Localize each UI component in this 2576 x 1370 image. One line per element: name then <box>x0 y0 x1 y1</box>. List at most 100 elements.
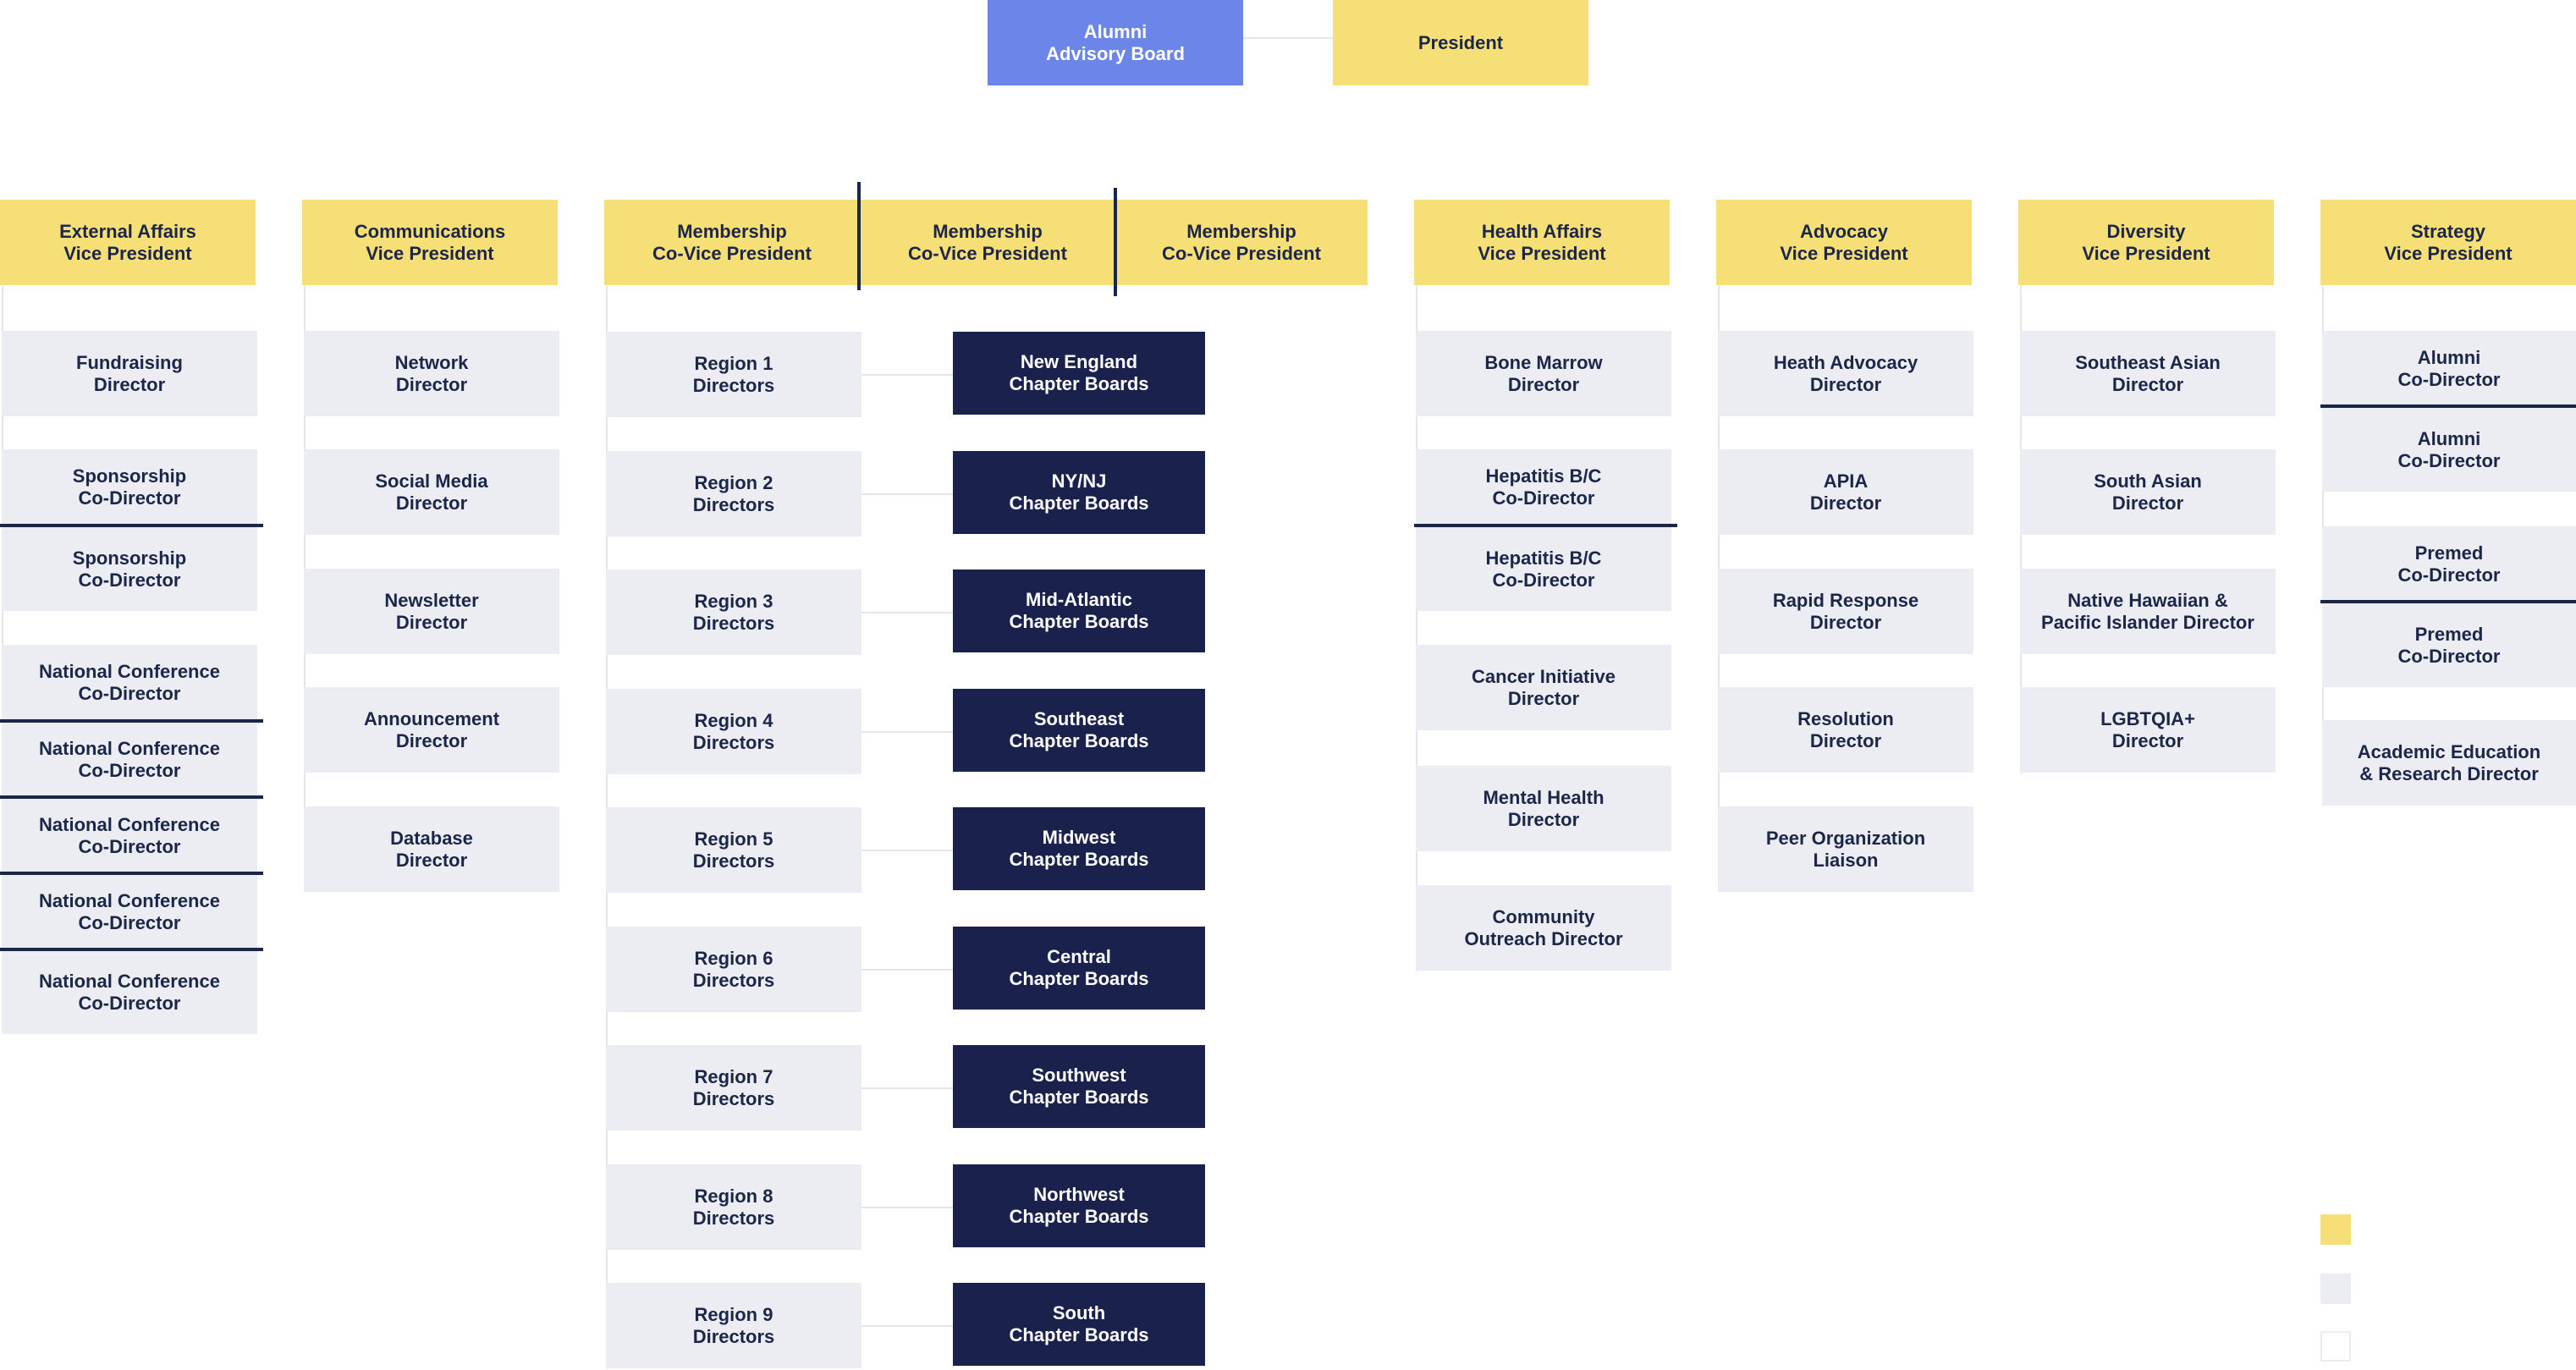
membership-divider-2 <box>1114 188 1117 296</box>
external-affairs-vp-label: External Affairs Vice President <box>59 220 196 264</box>
region-directors-box: Region 1 Directors <box>606 332 861 417</box>
social-media-director-label: Social Media Director <box>375 470 488 514</box>
region-chapter-connector <box>861 731 953 733</box>
region-chapter-connector <box>861 493 953 495</box>
sponsorship-co-director-label-1: Sponsorship Co-Director <box>72 465 187 509</box>
apia-director-label: APIA Director <box>1809 470 1882 514</box>
premed-co-director-label-2: Premed Co-Director <box>2397 623 2501 667</box>
region-chapter-connector <box>861 1207 953 1208</box>
hepatitis-co-director-label-1: Hepatitis B/C Co-Director <box>1485 465 1602 509</box>
region-directors-box: Region 7 Directors <box>606 1045 861 1131</box>
resolution-director-box: Resolution Director <box>1718 687 1973 773</box>
chapter-boards-label: Southeast Chapter Boards <box>1009 708 1149 751</box>
sponsorship-divider <box>0 524 263 527</box>
strategy-vp-box: Strategy Vice President <box>2320 200 2576 285</box>
advisory-president-connector <box>1243 37 1333 39</box>
chapter-boards-box: Southwest Chapter Boards <box>953 1045 1205 1128</box>
southeast-asian-director-label: Southeast Asian Director <box>2075 351 2221 395</box>
national-conference-co-director-label-5: National Conference Co-Director <box>39 971 220 1014</box>
chapter-boards-label: Northwest Chapter Boards <box>1009 1184 1149 1227</box>
hepatitis-co-director-label-2: Hepatitis B/C Co-Director <box>1485 547 1602 591</box>
chapter-boards-label: Mid-Atlantic Chapter Boards <box>1009 589 1149 632</box>
premed-co-director-box-1: Premed Co-Director <box>2322 526 2576 602</box>
chapter-boards-label: Central Chapter Boards <box>1009 946 1149 989</box>
legend-director-swatch <box>2320 1274 2351 1304</box>
diversity-vp-label: Diversity Vice President <box>2082 220 2210 264</box>
chapter-boards-box: New England Chapter Boards <box>953 332 1205 415</box>
region-directors-box: Region 8 Directors <box>606 1164 861 1250</box>
legend-other-swatch <box>2320 1331 2351 1362</box>
chapter-boards-box: Northwest Chapter Boards <box>953 1164 1205 1247</box>
national-conference-co-director-label-3: National Conference Co-Director <box>39 814 220 857</box>
fundraising-director-label: Fundraising Director <box>76 351 183 395</box>
hepatitis-divider <box>1414 524 1677 527</box>
fundraising-director-box: Fundraising Director <box>2 331 257 416</box>
south-asian-director-box: South Asian Director <box>2020 449 2276 535</box>
network-director-box: Network Director <box>304 331 559 416</box>
national-conference-co-director-label-2: National Conference Co-Director <box>39 738 220 781</box>
alumni-advisory-board-label: Alumni Advisory Board <box>1046 20 1185 64</box>
region-directors-label: Region 9 Directors <box>692 1303 775 1347</box>
national-conference-divider-2 <box>0 795 263 799</box>
peer-organization-liaison-label: Peer Organization Liaison <box>1765 827 1926 871</box>
region-directors-box: Region 9 Directors <box>606 1283 861 1368</box>
alumni-divider <box>2320 404 2576 408</box>
health-affairs-vp-label: Health Affairs Vice President <box>1478 220 1606 264</box>
alumni-co-director-label-1: Alumni Co-Director <box>2397 346 2501 390</box>
native-hawaiian-pacific-islander-director-label: Native Hawaiian & Pacific Islander Direc… <box>2041 589 2254 633</box>
chapter-boards-box: South Chapter Boards <box>953 1283 1205 1366</box>
announcement-director-box: Announcement Director <box>304 687 559 773</box>
diversity-vp-box: Diversity Vice President <box>2018 200 2274 285</box>
chapter-boards-box: Central Chapter Boards <box>953 927 1205 1010</box>
chapter-boards-label: Southwest Chapter Boards <box>1009 1065 1149 1108</box>
apia-director-box: APIA Director <box>1718 449 1973 535</box>
health-advocacy-director-box: Heath Advocacy Director <box>1718 331 1973 416</box>
alumni-co-director-label-2: Alumni Co-Director <box>2397 427 2501 471</box>
region-directors-box: Region 4 Directors <box>606 689 861 774</box>
region-chapter-connector <box>861 969 953 971</box>
region-directors-label: Region 1 Directors <box>692 352 775 396</box>
database-director-label: Database Director <box>390 827 473 871</box>
advocacy-vp-box: Advocacy Vice President <box>1716 200 1972 285</box>
region-chapter-connector <box>861 1325 953 1327</box>
database-director-box: Database Director <box>304 806 559 892</box>
academic-education-research-director-box: Academic Education & Research Director <box>2322 720 2576 806</box>
membership-co-vp-box-3: Membership Co-Vice President <box>1115 200 1368 285</box>
lgbtqia-director-label: LGBTQIA+ Director <box>2100 707 2195 751</box>
region-directors-label: Region 8 Directors <box>692 1185 775 1229</box>
membership-co-vp-label-3: Membership Co-Vice President <box>1162 220 1321 264</box>
national-conference-co-director-box-5: National Conference Co-Director <box>2 951 257 1034</box>
sponsorship-co-director-box-2: Sponsorship Co-Director <box>2 527 257 611</box>
national-conference-divider-3 <box>0 872 263 875</box>
chapter-boards-label: NY/NJ Chapter Boards <box>1009 470 1149 514</box>
membership-co-vp-box-2: Membership Co-Vice President <box>860 200 1115 285</box>
national-conference-co-director-box-1: National Conference Co-Director <box>2 645 257 721</box>
strategy-vp-label: Strategy Vice President <box>2384 220 2513 264</box>
mental-health-director-box: Mental Health Director <box>1416 766 1671 851</box>
national-conference-divider-4 <box>0 948 263 951</box>
chapter-boards-label: New England Chapter Boards <box>1009 351 1149 394</box>
newsletter-director-label: Newsletter Director <box>384 589 479 633</box>
region-directors-box: Region 5 Directors <box>606 807 861 893</box>
south-asian-director-label: South Asian Director <box>2094 470 2202 514</box>
peer-organization-liaison-box: Peer Organization Liaison <box>1718 806 1973 892</box>
health-affairs-vp-box: Health Affairs Vice President <box>1414 200 1670 285</box>
region-chapter-connector <box>861 374 953 376</box>
resolution-director-label: Resolution Director <box>1797 707 1894 751</box>
mental-health-director-label: Mental Health Director <box>1483 786 1604 830</box>
legend-leadership-swatch <box>2320 1214 2351 1245</box>
region-directors-box: Region 3 Directors <box>606 569 861 655</box>
advocacy-vp-label: Advocacy Vice President <box>1780 220 1908 264</box>
communications-vp-label: Communications Vice President <box>354 220 506 264</box>
alumni-advisory-board-box: Alumni Advisory Board <box>988 0 1243 85</box>
southeast-asian-director-box: Southeast Asian Director <box>2020 331 2276 416</box>
health-column-line <box>1416 286 1417 971</box>
region-directors-label: Region 2 Directors <box>692 471 775 515</box>
communications-vp-box: Communications Vice President <box>302 200 558 285</box>
region-chapter-connector <box>861 850 953 851</box>
region-directors-label: Region 6 Directors <box>692 947 775 991</box>
rapid-response-director-box: Rapid Response Director <box>1718 569 1973 654</box>
academic-education-research-director-label: Academic Education & Research Director <box>2357 740 2541 784</box>
newsletter-director-box: Newsletter Director <box>304 569 559 654</box>
